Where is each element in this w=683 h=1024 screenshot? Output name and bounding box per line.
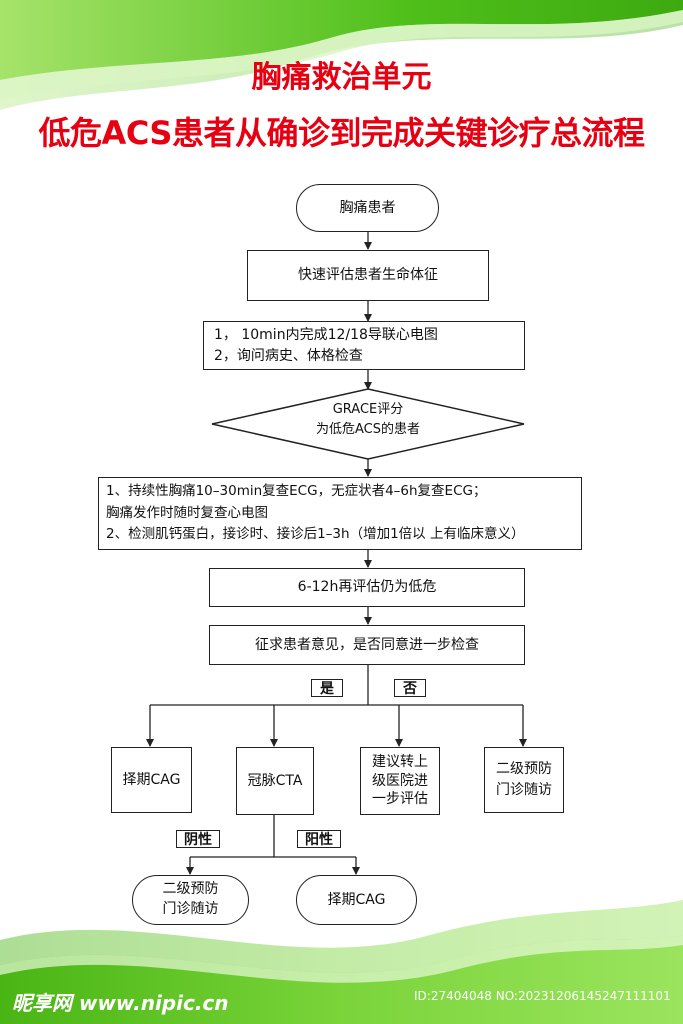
node-followup: 二级预防 门诊随访 <box>484 747 564 813</box>
ecg-line-2: 2，询问病史、体格检查 <box>214 347 363 364</box>
grace-diamond <box>211 388 525 460</box>
node-ecg: 1， 10min内完成12/18导联心电图 2，询问病史、体格检查 <box>203 321 525 370</box>
watermark-id: ID:27404048 NO:20231206145247111101 <box>414 989 671 1003</box>
neg-followup-line-1: 二级预防 <box>162 881 219 898</box>
label-negative: 阴性 <box>176 830 220 848</box>
node-grace: GRACE评分 为低危ACS的患者 <box>212 400 524 440</box>
neg-followup-line-2: 门诊随访 <box>162 901 219 917</box>
node-reassess: 6-12h再评估仍为低危 <box>209 568 525 607</box>
followup-line-1: 二级预防 <box>496 761 552 777</box>
transfer-line-1: 建议转上 <box>372 753 428 770</box>
grace-line-2: 为低危ACS的患者 <box>316 422 420 438</box>
transfer-line-3: 一步评估 <box>372 791 428 808</box>
label-no: 否 <box>394 679 426 697</box>
title-line-1: 胸痛救治单元 <box>251 60 432 95</box>
recheck-line-1: 1、持续性胸痛10–30min复查ECG，无症状者4–6h复查ECG； <box>106 483 487 500</box>
ecg-line-1: 1， 10min内完成12/18导联心电图 <box>214 326 438 343</box>
followup-line-2: 门诊随访 <box>496 782 552 798</box>
grace-line-1: GRACE评分 <box>332 402 404 417</box>
node-assess: 快速评估患者生命体征 <box>247 250 489 301</box>
title-line-2: 低危ACS患者从确诊到完成关键诊疗总流程 <box>38 114 645 152</box>
recheck-line-3: 2、检测肌钙蛋白，接诊时、接诊后1–3h（增加1倍以 上有临床意义） <box>106 526 525 543</box>
node-pos-cag: 择期CAG <box>296 875 417 925</box>
node-start: 胸痛患者 <box>296 184 439 232</box>
watermark-logo: 昵享网 www.nipic.cn <box>12 991 229 1015</box>
transfer-line-2: 级医院进 <box>372 772 428 789</box>
recheck-line-2: 胸痛发作时随时复查心电图 <box>106 504 268 521</box>
label-yes: 是 <box>311 679 343 697</box>
label-positive: 阳性 <box>297 830 341 848</box>
node-neg-followup: 二级预防 门诊随访 <box>132 875 249 925</box>
node-recheck: 1、持续性胸痛10–30min复查ECG，无症状者4–6h复查ECG； 胸痛发作… <box>98 477 582 550</box>
node-cta: 冠脉CTA <box>236 747 314 815</box>
node-cag: 择期CAG <box>111 747 192 813</box>
node-consent: 征求患者意见，是否同意进一步检查 <box>209 625 525 665</box>
node-transfer: 建议转上 级医院进 一步评估 <box>360 747 440 815</box>
